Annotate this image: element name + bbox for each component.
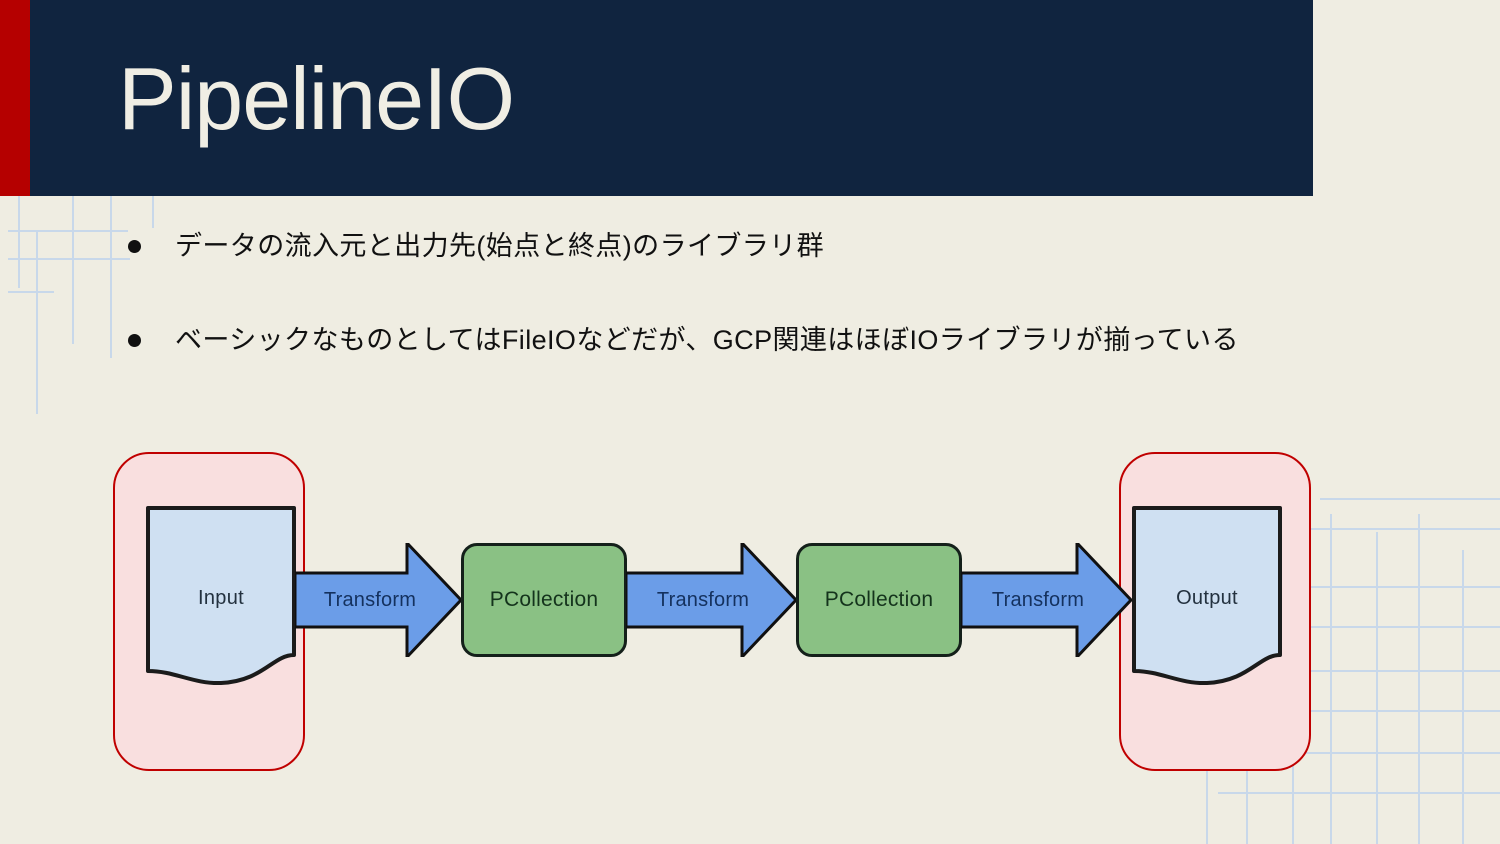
transform-label: Transform [656,588,750,611]
document-icon [1132,506,1282,686]
page-title: PipelineIO [118,49,515,148]
arrow-right-icon [293,539,464,661]
bullet-item: データの流入元と出力先(始点と終点)のライブラリ群 [128,228,1408,264]
transform-label: Transform [323,588,417,611]
transform-arrow-1: Transform [293,539,464,661]
transform-arrow-3: Transform [959,539,1134,661]
output-label: Output [1176,587,1238,609]
input-label: Input [198,587,244,609]
bullet-list: データの流入元と出力先(始点と終点)のライブラリ群 ベーシックなものとしてはFi… [128,228,1408,417]
pipeline-diagram: Input Transform PCollection Transform PC… [0,430,1500,810]
title-header: PipelineIO [30,0,1313,196]
pcollection-node-1: PCollection [461,543,627,657]
bullet-dot-icon [128,334,141,348]
output-node: Output [1131,505,1283,687]
accent-bar [0,0,30,196]
bullet-text: データの流入元と出力先(始点と終点)のライブラリ群 [175,231,824,261]
transform-label: Transform [991,588,1085,611]
transform-arrow-2: Transform [624,539,799,661]
bullet-text: ベーシックなものとしてはFileIOなどだが、GCP関連はほぼIOライブラリが揃… [175,325,1239,356]
pcollection-label: PCollection [824,588,934,611]
arrow-right-icon [624,539,799,661]
input-node: Input [145,505,297,687]
document-icon [146,506,296,686]
pcollection-label: PCollection [489,588,599,611]
bullet-dot-icon [128,240,141,253]
bullet-item: ベーシックなものとしてはFileIOなどだが、GCP関連はほぼIOライブラリが揃… [128,322,1408,358]
pcollection-node-2: PCollection [796,543,962,657]
arrow-right-icon [959,539,1134,661]
